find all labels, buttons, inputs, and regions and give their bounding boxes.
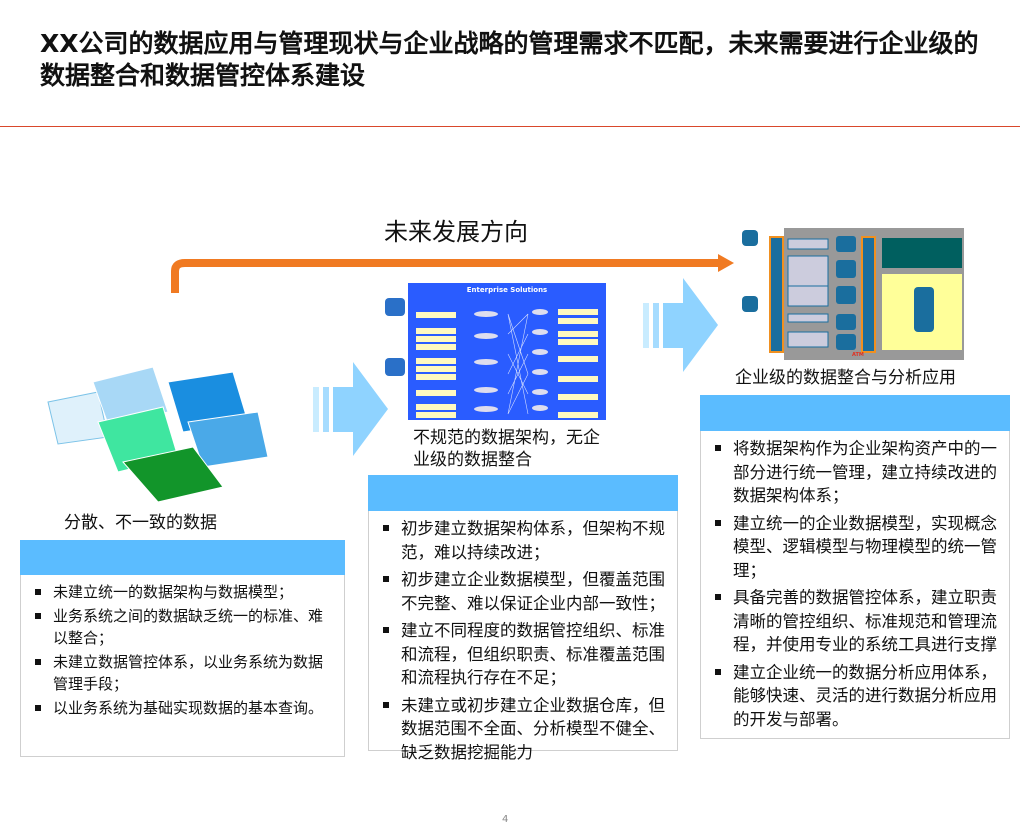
stage2-bullets: 初步建立数据架构体系，但架构不规范，难以持续改进； 初步建立企业数据模型，但覆盖…	[368, 511, 678, 762]
bullet: 将数据架构作为企业架构资产中的一部分进行统一管理，建立持续改进的数据架构体系；	[709, 437, 1001, 508]
bullet: 未建立数据管控体系，以业务系统为数据管理手段；	[29, 651, 336, 695]
bullet: 以业务系统为基础实现数据的基本查询。	[29, 697, 336, 719]
direction-label: 未来发展方向	[384, 218, 528, 246]
stage2-caption: 不规范的数据架构，无企业级的数据整合	[413, 428, 600, 470]
stage2-header	[368, 475, 678, 511]
database-icons	[385, 298, 405, 376]
stage1-header	[20, 540, 345, 575]
stage-arrow-icon	[313, 362, 388, 456]
puzzle-pieces-image	[47, 366, 269, 502]
page-title: XX公司的数据应用与管理现状与企业战略的管理需求不匹配，未来需要进行企业级的数据…	[40, 29, 979, 90]
bullet: 未建立统一的数据架构与数据模型；	[29, 581, 336, 603]
diagram-title: Enterprise Solutions	[466, 286, 548, 294]
future-direction-arrow	[171, 254, 734, 293]
enterprise-solutions-diagram: Enterprise Solutions	[408, 283, 606, 420]
bullet: 初步建立企业数据模型，但覆盖范围不完整、难以保证企业内部一致性；	[377, 568, 669, 615]
bullet: 具备完善的数据管控体系，建立职责清晰的管控组织、标准规范和管理流程，并使用专业的…	[709, 586, 1001, 657]
stage3-header	[700, 395, 1010, 431]
page-number: 4	[502, 814, 509, 825]
bullet: 建立不同程度的数据管控组织、标准和流程，但组织职责、标准覆盖范围和流程执行存在不…	[377, 619, 669, 690]
stage3-bullets: 将数据架构作为企业架构资产中的一部分进行统一管理，建立持续改进的数据架构体系； …	[700, 431, 1010, 739]
enterprise-architecture-diagram: ATM	[742, 224, 964, 360]
bullet: 建立统一的企业数据模型，实现概念模型、逻辑模型与物理模型的统一管理；	[709, 512, 1001, 583]
stage1-caption: 分散、不一致的数据	[64, 513, 217, 533]
bullet: 业务系统之间的数据缺乏统一的标准、难以整合；	[29, 605, 336, 649]
bullet: 建立企业统一的数据分析应用体系，能够快速、灵活的进行数据分析应用的开发与部署。	[709, 661, 1001, 732]
stage3-caption: 企业级的数据整合与分析应用	[735, 368, 956, 388]
svg-text:ATM: ATM	[852, 352, 864, 358]
bullet: 初步建立数据架构体系，但架构不规范，难以持续改进；	[377, 517, 669, 564]
bullet: 未建立或初步建立企业数据仓库，但数据范围不全面、分析模型不健全、缺乏数据挖掘能力	[377, 694, 669, 765]
title-divider	[0, 126, 1020, 127]
stage-arrow-icon	[643, 278, 718, 372]
stage1-bullets: 未建立统一的数据架构与数据模型； 业务系统之间的数据缺乏统一的标准、难以整合； …	[20, 575, 345, 757]
